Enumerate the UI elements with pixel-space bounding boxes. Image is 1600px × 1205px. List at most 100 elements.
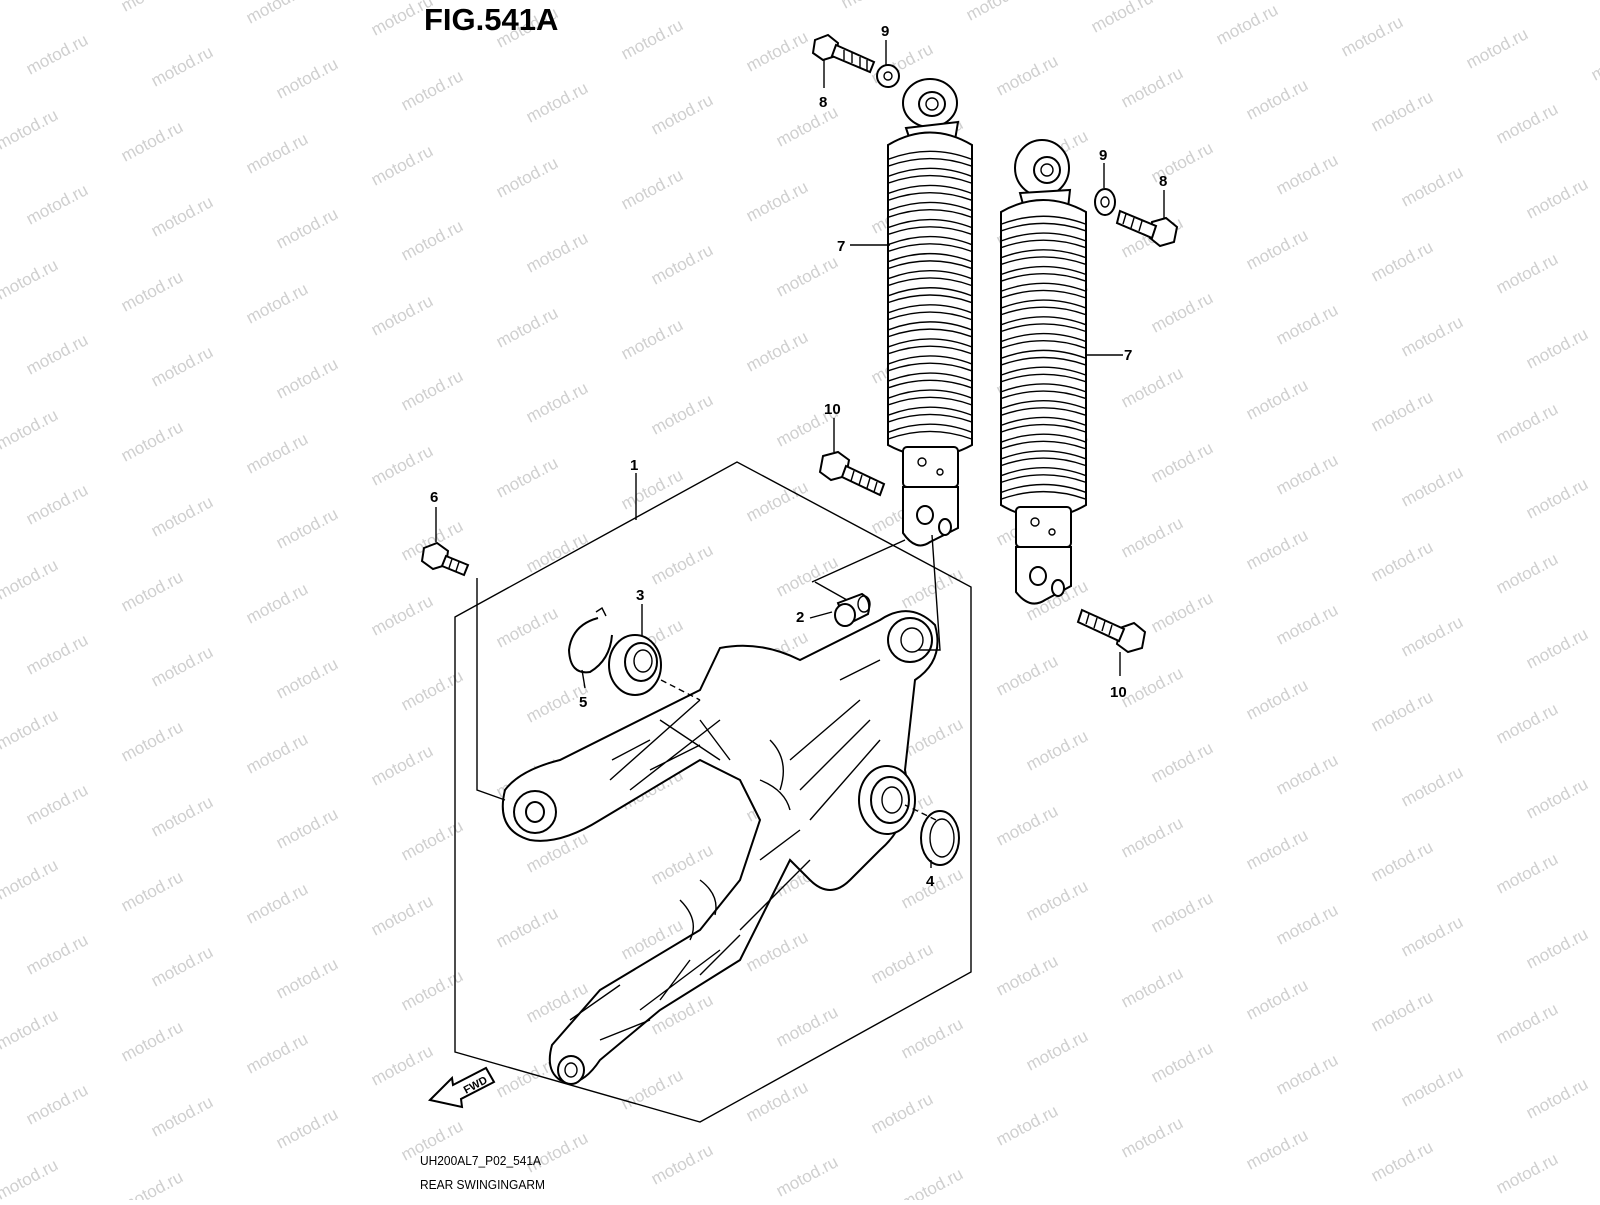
watermark-text: motod.ru	[368, 741, 436, 789]
watermark-text: motod.ru	[1493, 849, 1561, 897]
watermark-text: motod.ru	[743, 27, 811, 75]
watermark-text: motod.ru	[1523, 474, 1591, 522]
watermark-text: motod.ru	[993, 1101, 1061, 1149]
callout-3: 3	[636, 587, 644, 604]
watermark-text: motod.ru	[1148, 1038, 1216, 1086]
assembly-lines	[476, 534, 941, 821]
watermark-text: motod.ru	[1118, 963, 1186, 1011]
spring-coil	[887, 294, 973, 304]
watermark-text: motod.ru	[1243, 1125, 1311, 1173]
watermark-text: motod.ru	[368, 291, 436, 339]
watermark-text: motod.ru	[618, 1065, 686, 1113]
spring-coil	[887, 362, 973, 372]
watermark-text: motod.ru	[1118, 63, 1186, 111]
watermark-text: motod.ru	[1023, 1026, 1091, 1074]
watermark-text: motod.ru	[523, 528, 591, 576]
watermark-text: motod.ru	[618, 15, 686, 63]
watermark-text: motod.ru	[1273, 150, 1341, 198]
watermark-text: motod.ru	[493, 903, 561, 951]
spring-coil	[887, 389, 973, 399]
watermark-text: motod.ru	[243, 279, 311, 327]
spring-coil	[887, 338, 973, 348]
watermark-text: motod.ru	[1523, 1074, 1591, 1122]
watermark-text: motod.ru	[1118, 663, 1186, 711]
watermark-text: motod.ru	[1523, 324, 1591, 372]
watermark-text: motod.ru	[1588, 36, 1600, 84]
callout-10-right: 10	[1110, 684, 1127, 701]
watermark-text: motod.ru	[648, 390, 716, 438]
bearing	[608, 634, 662, 696]
watermark-text: motod.ru	[1148, 888, 1216, 936]
spring-coil	[1000, 399, 1087, 410]
watermark-text: motod.ru	[993, 651, 1061, 699]
washer-upper-left	[876, 64, 900, 88]
spring-coil	[1000, 239, 1087, 249]
watermark-text: motod.ru	[368, 891, 436, 939]
watermark-text: motod.ru	[0, 255, 61, 303]
watermark-text: motod.ru	[993, 51, 1061, 99]
callout-4: 4	[926, 873, 935, 890]
callouts: 1 2 3 4 5 6 7 7 8 8 9 9 10 10	[430, 23, 1167, 890]
watermark-text: motod.ru	[148, 792, 216, 840]
spring-coil	[1000, 232, 1087, 242]
spring-coil	[1000, 450, 1087, 460]
spring-coil	[887, 423, 973, 433]
spring-coil	[1000, 340, 1087, 349]
watermark-text: motod.ru	[23, 180, 91, 228]
spring-coils-right	[1000, 215, 1087, 500]
watermark-text: motod.ru	[1023, 726, 1091, 774]
watermark-text: motod.ru	[0, 855, 61, 903]
watermark-text: motod.ru	[0, 0, 61, 4]
spring-coil	[1000, 440, 1087, 450]
watermark-text: motod.ru	[118, 267, 186, 315]
spring-coil	[887, 226, 973, 236]
watermark-text: motod.ru	[1273, 300, 1341, 348]
watermark-text: motod.ru	[1118, 813, 1186, 861]
watermark-text: motod.ru	[1493, 1149, 1561, 1197]
watermark-text: motod.ru	[1368, 687, 1436, 735]
watermark-text: motod.ru	[1493, 99, 1561, 147]
watermark-text: motod.ru	[148, 492, 216, 540]
watermark-text: motod.ru	[1273, 900, 1341, 948]
watermark-text: motod.ru	[493, 603, 561, 651]
watermark-text: motod.ru	[1398, 1062, 1466, 1110]
spring-coil	[1000, 306, 1087, 316]
watermark-text: motod.ru	[1118, 513, 1186, 561]
watermark-text: motod.ru	[118, 0, 186, 16]
callout-6: 6	[430, 489, 438, 506]
watermark-text: motod.ru	[648, 240, 716, 288]
watermark-text: motod.ru	[1493, 549, 1561, 597]
watermark-text: motod.ru	[493, 453, 561, 501]
spring-coil	[887, 413, 973, 423]
watermark-text: motod.ru	[368, 141, 436, 189]
spring-coil	[887, 372, 973, 382]
watermark-text: motod.ru	[0, 705, 61, 753]
bolt-lower-right	[1076, 608, 1147, 654]
watermark-text: motod.ru	[273, 654, 341, 702]
watermark-text: motod.ru	[773, 1002, 841, 1050]
watermark-text: motod.ru	[23, 630, 91, 678]
figure-code: UH200AL7_P02_541A	[420, 1153, 542, 1168]
watermark-text: motod.ru	[273, 954, 341, 1002]
spring-coil	[887, 218, 973, 229]
watermark-text: motod.ru	[648, 540, 716, 588]
watermark-text: motod.ru	[243, 879, 311, 927]
watermark-text: motod.ru	[1398, 312, 1466, 360]
watermark-text: motod.ru	[23, 930, 91, 978]
watermark-text: motod.ru	[398, 66, 466, 114]
spring-coil	[887, 287, 973, 297]
spring-coil	[1000, 383, 1087, 393]
callout-9-right: 9	[1099, 147, 1107, 164]
watermark-text: motod.ru	[1398, 462, 1466, 510]
spring-coil	[1000, 474, 1087, 484]
watermark-text: motod.ru	[1523, 624, 1591, 672]
watermark-text: motod.ru	[838, 0, 906, 13]
spring-coil	[887, 184, 973, 195]
watermark-text: motod.ru	[1118, 363, 1186, 411]
watermark-text: motod.ru	[118, 1167, 186, 1200]
figure-title: FIG.541A	[424, 2, 559, 37]
watermark-text: motod.ru	[618, 315, 686, 363]
watermark-text: motod.ru	[1243, 375, 1311, 423]
